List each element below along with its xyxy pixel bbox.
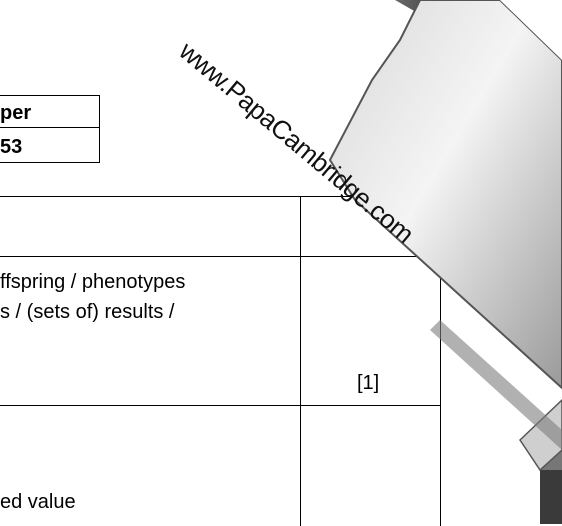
table-column-divider [300, 196, 301, 526]
table-right-border [440, 196, 441, 526]
table-top-border [0, 196, 441, 197]
paper-label: per [0, 102, 32, 124]
paper-code-box [0, 95, 100, 163]
answer-line-3: ed value [0, 491, 76, 513]
answer-line-2: s / (sets of) results / [0, 301, 175, 323]
table-row-divider-1 [0, 256, 441, 257]
table-row-divider-2 [0, 405, 441, 406]
paper-code: 53 [0, 136, 23, 158]
paper-code-divider [0, 127, 99, 128]
mark-allocation: [1] [357, 372, 380, 394]
answer-line-1: ffspring / phenotypes [0, 271, 186, 293]
